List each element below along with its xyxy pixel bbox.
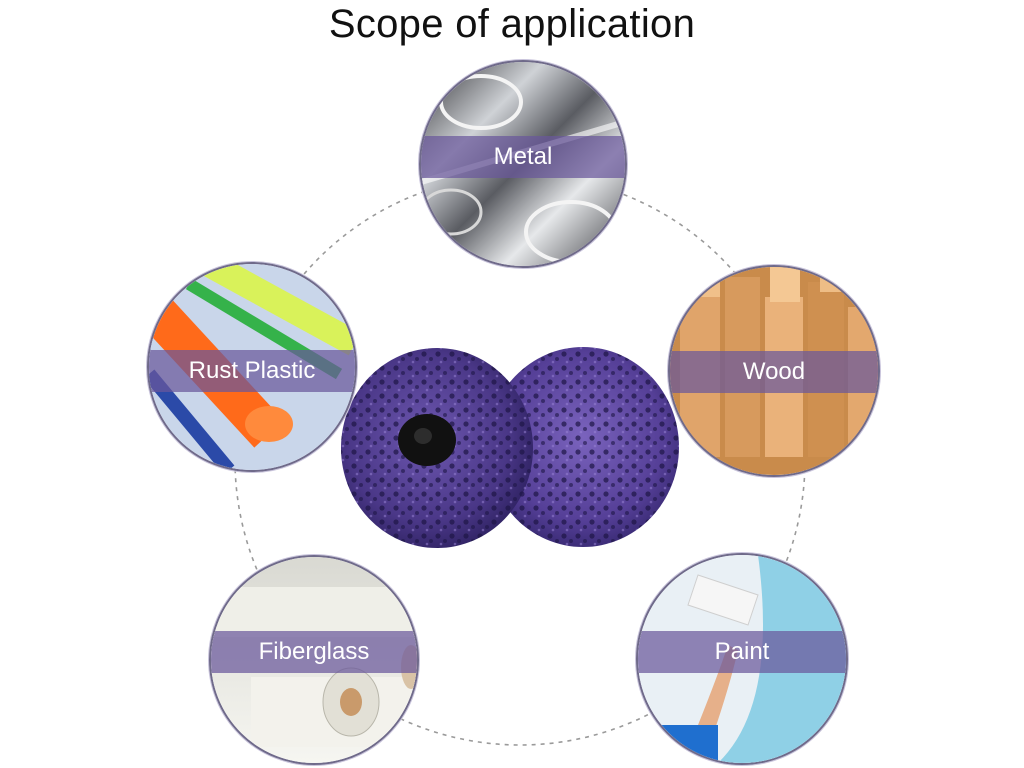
paint-circle: Paint: [636, 553, 848, 765]
label-wood: Wood: [742, 358, 806, 385]
rust-plastic-circle: Rust Plastic: [147, 262, 357, 472]
metal-circle: Metal: [419, 60, 627, 268]
label-rust-plastic: Rust Plastic: [188, 357, 316, 384]
fiberglass-circle: Fiberglass: [209, 555, 419, 765]
label-metal: Metal: [493, 143, 553, 170]
label-fiberglass: Fiberglass: [258, 638, 370, 665]
wood-circle: Wood: [668, 265, 880, 477]
page-title: Scope of application: [328, 2, 696, 46]
label-paint: Paint: [714, 638, 770, 665]
